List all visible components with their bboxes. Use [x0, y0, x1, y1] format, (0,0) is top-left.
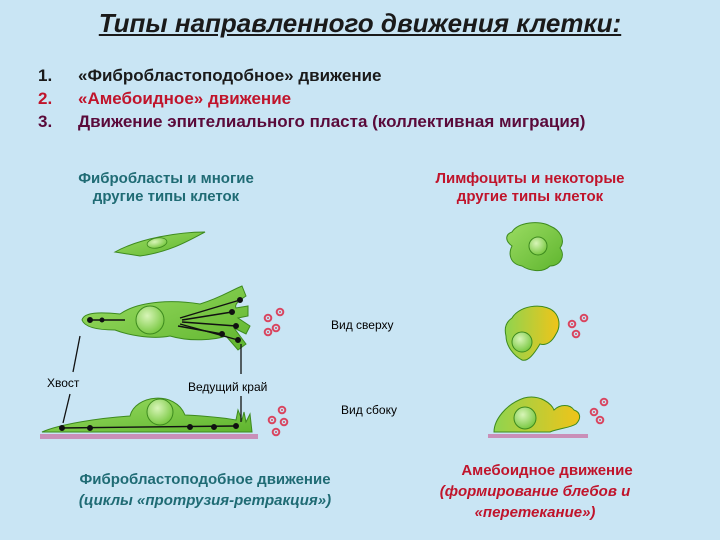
fibroblast-caption: Фибробластоподобное движение (циклы «про… — [30, 469, 380, 511]
fibroblast-side-view — [40, 397, 258, 439]
fibroblast-top-view — [81, 285, 251, 351]
list-item-2: 2. «Амебоидное» движение — [38, 87, 585, 110]
chemoattractant-signals-left — [263, 307, 289, 437]
list-text: «Амебоидное» движение — [78, 89, 292, 108]
list-number: 3. — [38, 112, 53, 131]
list-number: 1. — [38, 66, 53, 85]
spindle-fibroblast — [113, 231, 206, 257]
substrate — [40, 434, 258, 439]
lymphocyte-side-view — [488, 396, 609, 438]
top-view-label: Вид сверху — [331, 318, 394, 332]
lymphocyte-heading: Лимфоциты и некоторые другие типы клеток — [390, 170, 670, 206]
fibroblast-caption-line2: (циклы «протрузия-ретракция») — [78, 492, 332, 509]
list-item-3: 3. Движение эпителиального пласта (коллек… — [38, 110, 585, 133]
fibroblast-heading-line2: другие типы клеток — [92, 188, 240, 205]
lymphocyte-blob — [506, 222, 563, 272]
fibroblast-caption-line1: Фибробластоподобное движение — [79, 471, 331, 488]
substrate — [488, 434, 588, 438]
fibroblast-heading: Фибробласты и многие другие типы клеток — [36, 170, 296, 206]
amoeboid-caption-line1: Амебоидное движение — [461, 462, 633, 479]
list-text: «Фибробластоподобное» движение — [78, 66, 382, 85]
page-title: Типы направленного движения клетки: — [98, 8, 622, 38]
amoeboid-caption-line3: «перетекание») — [474, 504, 596, 521]
lymphocyte-heading-line2: другие типы клеток — [456, 188, 604, 205]
lymphocyte-top-view — [504, 305, 589, 361]
tail-label: Хвост — [47, 376, 80, 390]
movement-types-list: 1. «Фибробластоподобное» движение 2. «Амеб… — [38, 64, 585, 133]
side-view-label: Вид сбоку — [341, 403, 397, 417]
lymphocyte-heading-line1: Лимфоциты и некоторые — [435, 170, 625, 187]
list-item-1: 1. «Фибробластоподобное» движение — [38, 64, 585, 87]
leading-edge-label: Ведущий край — [188, 380, 268, 394]
list-number: 2. — [38, 89, 53, 108]
list-text: Движение эпителиального пласта (коллекти… — [78, 112, 586, 131]
pointer-lines — [62, 335, 242, 424]
amoeboid-caption: Амебоидное движение (формирование блебов… — [400, 460, 670, 523]
fibroblast-heading-line1: Фибробласты и многие — [78, 170, 254, 187]
amoeboid-caption-line2: (формирование блебов и — [439, 483, 631, 500]
